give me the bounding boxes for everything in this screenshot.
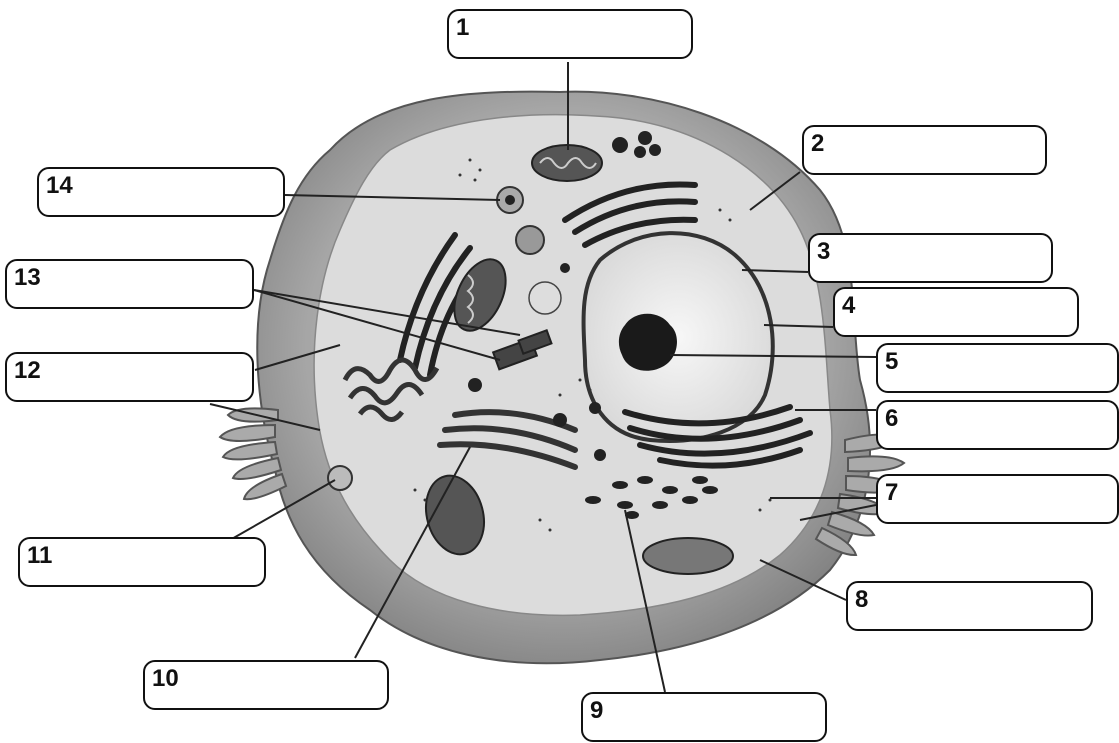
label-number-8: 8 bbox=[855, 588, 868, 612]
label-number-2: 2 bbox=[811, 132, 824, 156]
peroxisome bbox=[328, 466, 352, 490]
label-box-10[interactable]: 10 bbox=[143, 660, 389, 710]
label-number-9: 9 bbox=[590, 699, 603, 723]
label-number-4: 4 bbox=[842, 294, 855, 318]
label-number-5: 5 bbox=[885, 350, 898, 374]
label-number-12: 12 bbox=[14, 359, 41, 383]
label-number-6: 6 bbox=[885, 407, 898, 431]
label-box-2[interactable]: 2 bbox=[802, 125, 1047, 175]
label-number-10: 10 bbox=[152, 667, 179, 691]
label-box-9[interactable]: 9 bbox=[581, 692, 827, 742]
label-box-1[interactable]: 1 bbox=[447, 9, 693, 59]
nucleus bbox=[584, 233, 773, 441]
label-box-7[interactable]: 7 bbox=[876, 474, 1119, 524]
label-number-13: 13 bbox=[14, 266, 41, 290]
mitochondrion-top bbox=[532, 145, 602, 181]
label-box-12[interactable]: 12 bbox=[5, 352, 254, 402]
label-box-11[interactable]: 11 bbox=[18, 537, 266, 587]
label-number-11: 11 bbox=[27, 544, 52, 568]
label-box-4[interactable]: 4 bbox=[833, 287, 1079, 337]
vacuole bbox=[516, 226, 544, 254]
label-box-6[interactable]: 6 bbox=[876, 400, 1119, 450]
label-number-1: 1 bbox=[456, 16, 469, 40]
label-box-14[interactable]: 14 bbox=[37, 167, 285, 217]
label-number-3: 3 bbox=[817, 240, 830, 264]
label-box-5[interactable]: 5 bbox=[876, 343, 1119, 393]
label-number-7: 7 bbox=[885, 481, 898, 505]
label-number-14: 14 bbox=[46, 174, 73, 198]
label-box-3[interactable]: 3 bbox=[808, 233, 1053, 283]
label-box-8[interactable]: 8 bbox=[846, 581, 1093, 631]
mitochondrion-bottom-right bbox=[643, 538, 733, 574]
label-box-13[interactable]: 13 bbox=[5, 259, 254, 309]
